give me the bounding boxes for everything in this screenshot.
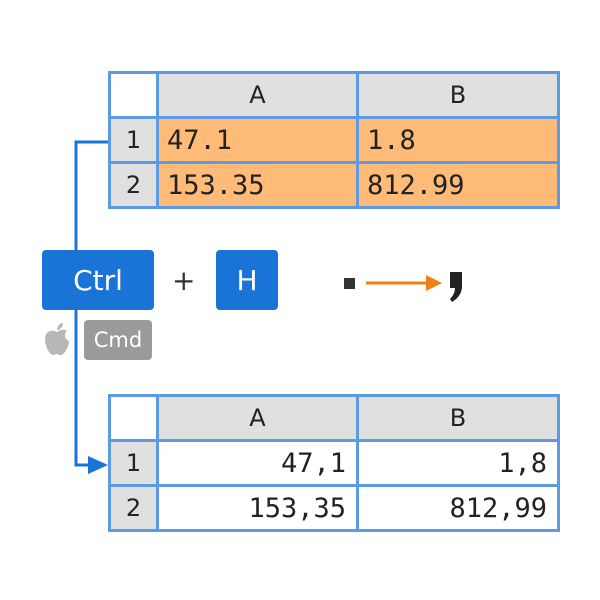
row-header-1: 1 bbox=[108, 116, 159, 164]
result-table: A B 1 47,1 1,8 2 153,35 812,99 bbox=[108, 394, 560, 532]
plus-sign: + bbox=[172, 264, 196, 297]
column-header-a: A bbox=[156, 394, 359, 442]
cell-a2: 153.35 bbox=[156, 161, 359, 209]
row-header-2: 2 bbox=[108, 161, 159, 209]
cell-a1: 47.1 bbox=[156, 116, 359, 164]
apple-logo-icon bbox=[45, 323, 69, 355]
column-header-a: A bbox=[156, 71, 359, 119]
dot-to-comma-icon bbox=[344, 272, 462, 302]
cell-a2: 153,35 bbox=[156, 484, 359, 532]
source-table: A B 1 47.1 1.8 2 153.35 812.99 bbox=[108, 71, 560, 209]
corner-cell bbox=[108, 394, 159, 442]
cmd-key: Cmd bbox=[84, 320, 152, 360]
cell-b2: 812.99 bbox=[356, 161, 560, 209]
cell-b1: 1,8 bbox=[356, 439, 560, 487]
row-header-2: 2 bbox=[108, 484, 159, 532]
ctrl-key: Ctrl bbox=[42, 250, 154, 310]
h-key: H bbox=[216, 250, 278, 310]
column-header-b: B bbox=[356, 394, 560, 442]
row-header-1: 1 bbox=[108, 439, 159, 487]
column-header-b: B bbox=[356, 71, 560, 119]
cell-a1: 47,1 bbox=[156, 439, 359, 487]
cell-b1: 1.8 bbox=[356, 116, 560, 164]
arrow-head-icon bbox=[88, 456, 108, 474]
cell-b2: 812,99 bbox=[356, 484, 560, 532]
corner-cell bbox=[108, 71, 159, 119]
